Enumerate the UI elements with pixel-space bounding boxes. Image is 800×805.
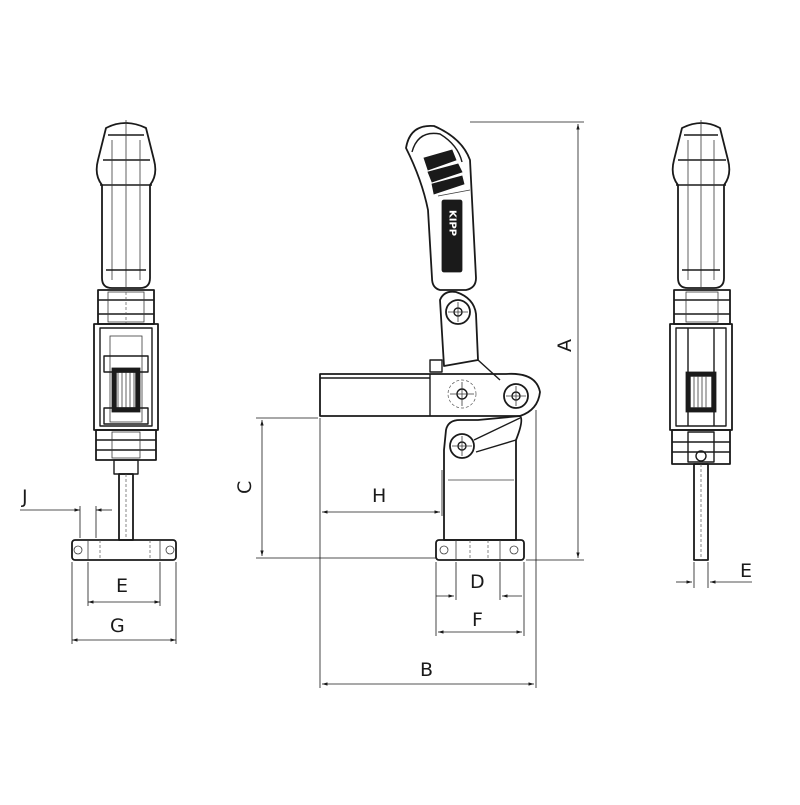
dim-label-e-front: E xyxy=(116,575,128,597)
rear-spindle xyxy=(693,463,709,561)
rear-dimensions xyxy=(676,562,752,588)
side-dimensions xyxy=(256,121,584,688)
dim-label-g: G xyxy=(110,615,125,637)
side-upper-link xyxy=(429,290,479,373)
side-clamping-arm xyxy=(319,372,541,417)
dim-label-f: F xyxy=(472,609,483,631)
rear-view xyxy=(669,120,733,561)
rear-frame xyxy=(669,323,733,431)
dim-label-e-side: E xyxy=(740,560,752,582)
rear-handle xyxy=(671,120,731,289)
front-upper-block xyxy=(97,289,155,325)
front-spindle xyxy=(118,473,134,541)
front-handle xyxy=(95,120,157,289)
dim-label-c: C xyxy=(234,481,256,494)
side-handle: KIPP xyxy=(405,125,477,291)
handle-logo: KIPP xyxy=(447,210,458,236)
front-lower-block xyxy=(95,429,157,475)
side-base-plate xyxy=(435,539,525,561)
side-body xyxy=(443,415,523,541)
dim-label-a: A xyxy=(554,339,576,352)
dim-label-d: D xyxy=(470,571,485,593)
side-center-pivot xyxy=(447,359,501,409)
rear-lower-block xyxy=(671,429,731,465)
rear-upper-block xyxy=(673,289,731,325)
side-view: KIPP xyxy=(319,125,541,561)
front-dimensions xyxy=(20,506,177,644)
dim-label-j: J xyxy=(21,486,28,508)
dim-label-b: B xyxy=(420,659,433,681)
front-pressing-foot xyxy=(71,539,177,561)
dim-label-h: H xyxy=(372,485,386,507)
front-frame xyxy=(93,323,159,431)
front-view xyxy=(71,120,177,561)
